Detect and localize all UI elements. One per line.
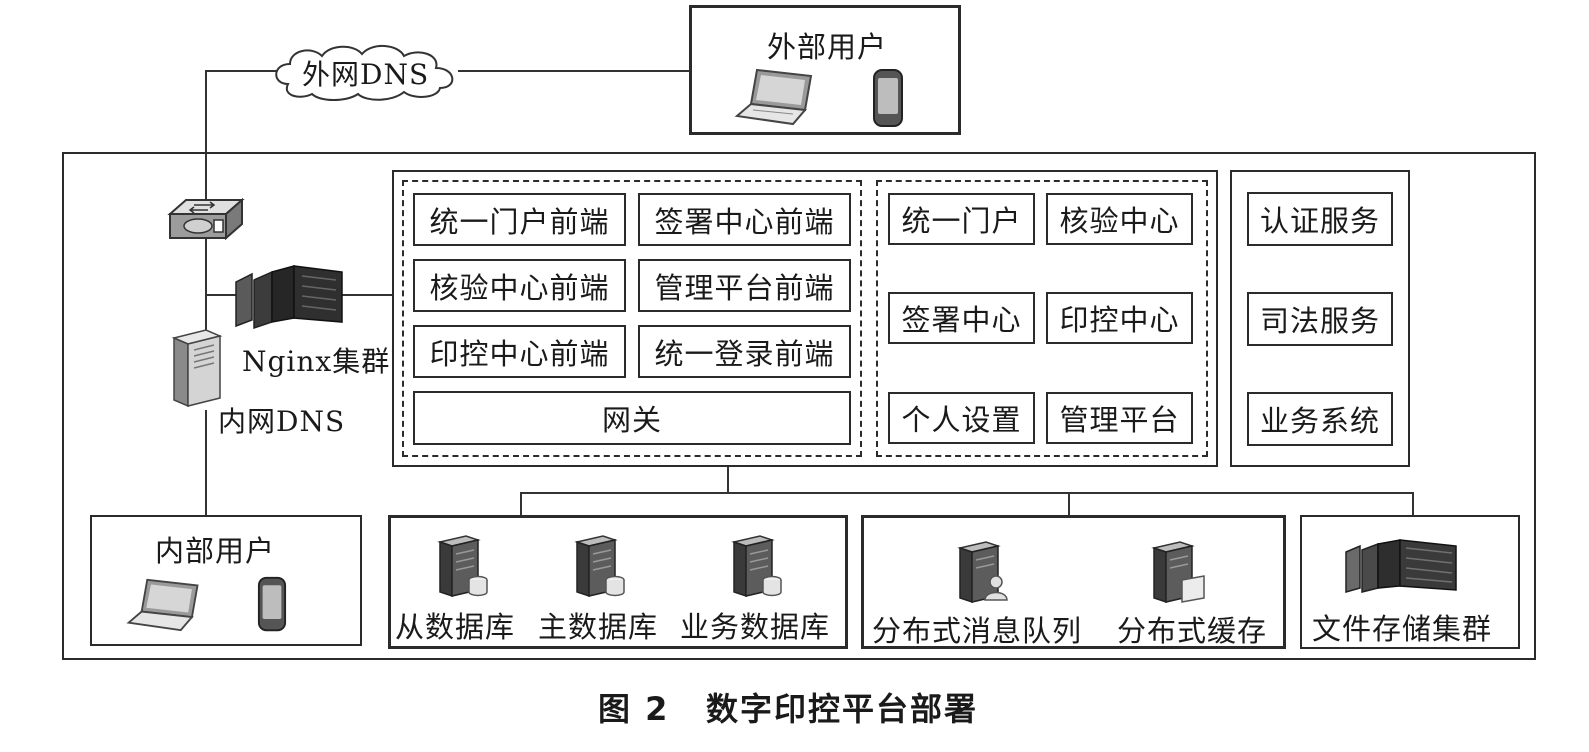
business-db-label: 业务数据库	[680, 610, 831, 644]
line-nginx-right	[340, 294, 393, 296]
line-bus-mw	[1068, 492, 1070, 516]
database-server-icon	[574, 535, 625, 598]
frontend-group	[402, 180, 862, 457]
line-nginx-left	[205, 294, 245, 296]
platform-frame	[62, 152, 1536, 660]
auth-service: 认证服务	[1247, 192, 1393, 246]
distributed-cache-label: 分布式缓存	[1117, 614, 1268, 648]
line-bus-storage	[1412, 492, 1414, 516]
line-switch-down	[205, 238, 207, 338]
message-queue-label: 分布式消息队列	[872, 614, 1083, 648]
judicial-service: 司法服务	[1247, 292, 1393, 346]
backend-seal-control-center: 印控中心	[1046, 292, 1193, 344]
line-bus	[520, 492, 1413, 494]
line-app-down	[727, 467, 729, 493]
database-server-icon	[731, 535, 782, 598]
laptop-icon	[126, 578, 199, 632]
line-dns-left	[205, 70, 285, 72]
figure-number: 图 2	[598, 690, 670, 728]
backend-verification-center: 核验中心	[1046, 193, 1193, 245]
line-dns-to-users	[205, 410, 207, 516]
internal-users-title: 内部用户	[155, 534, 276, 568]
phone-icon	[873, 69, 903, 127]
laptop-icon	[734, 68, 813, 126]
storage-cluster-icon	[1345, 539, 1457, 593]
server-tower-icon	[171, 329, 223, 408]
line-bus-db	[520, 492, 522, 516]
phone-icon	[257, 576, 287, 632]
middleware-group	[861, 515, 1286, 649]
frontend-management-platform: 管理平台前端	[638, 259, 851, 312]
message-queue-server-icon	[957, 541, 1008, 604]
figure-title: 数字印控平台部署	[706, 690, 979, 728]
cache-server-icon	[1151, 541, 1205, 604]
master-db-label: 主数据库	[538, 610, 659, 644]
backend-signing-center: 签署中心	[888, 292, 1035, 344]
line-dns-right	[458, 70, 690, 72]
backend-personal-settings: 个人设置	[888, 392, 1035, 444]
backend-management-platform: 管理平台	[1046, 392, 1193, 444]
frontend-verification-center: 核验中心前端	[413, 259, 626, 312]
nginx-cluster-label: Nginx集群	[242, 345, 391, 378]
frontend-portal: 统一门户前端	[413, 193, 626, 246]
external-users-box	[689, 5, 961, 135]
slave-db-label: 从数据库	[395, 610, 516, 644]
external-dns-label: 外网DNS	[302, 58, 430, 91]
cloud-icon	[275, 45, 454, 101]
backend-portal: 统一门户	[888, 193, 1035, 245]
frontend-unified-login: 统一登录前端	[638, 325, 851, 378]
server-rack-cluster-icon	[235, 265, 343, 330]
gateway: 网关	[413, 391, 851, 445]
frontend-signing-center: 签署中心前端	[638, 193, 851, 246]
network-switch-icon	[167, 197, 245, 241]
business-system: 业务系统	[1247, 392, 1393, 446]
frontend-seal-control-center: 印控中心前端	[413, 325, 626, 378]
internal-dns-label: 内网DNS	[218, 405, 346, 438]
backend-group	[876, 180, 1208, 457]
external-users-title: 外部用户	[767, 30, 888, 64]
database-server-icon	[437, 535, 488, 598]
file-storage-label: 文件存储集群	[1312, 612, 1493, 646]
line-dns-down	[205, 70, 207, 200]
